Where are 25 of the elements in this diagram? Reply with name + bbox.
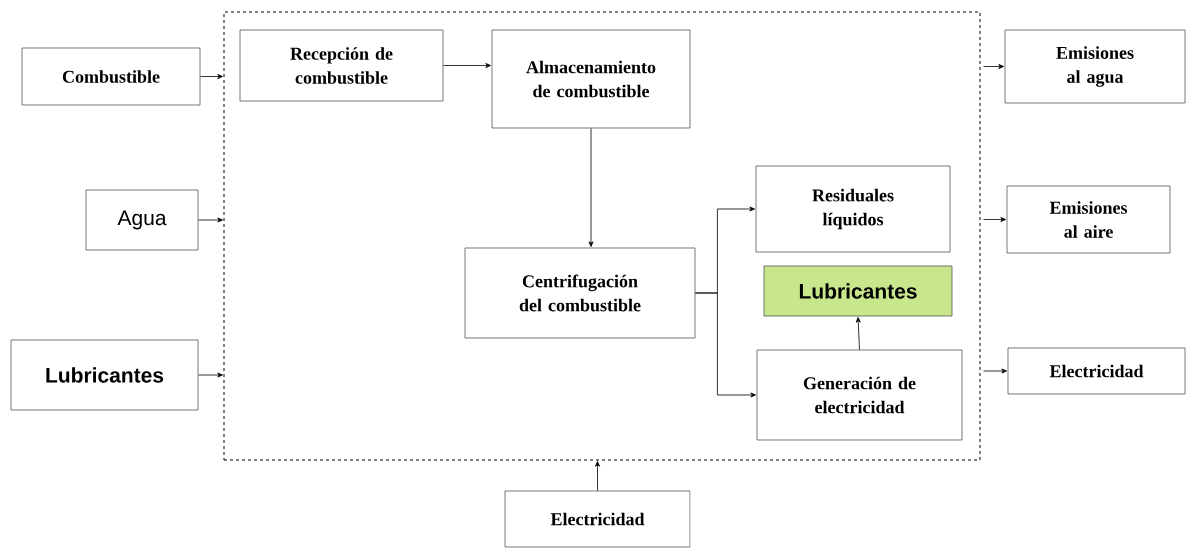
process-box: Recepción de combustible — [239, 29, 444, 102]
arrow — [983, 368, 1007, 374]
arrow — [200, 74, 223, 79]
arrow — [595, 461, 600, 491]
arrow — [983, 64, 1004, 69]
arrow — [695, 292, 756, 398]
process-box: Lubricantes — [763, 265, 953, 317]
arrow — [588, 128, 594, 247]
output-box: Emisiones al agua — [1004, 29, 1186, 104]
system-boundary — [223, 11, 981, 461]
process-box: Residuales líquidos — [755, 165, 951, 253]
arrow — [198, 372, 223, 378]
output-box: Electricidad — [1007, 347, 1186, 395]
process-box: Almacenamiento de combustible — [491, 29, 691, 129]
input-box: Lubricantes — [10, 339, 199, 411]
arrow — [855, 317, 861, 350]
input-box: Agua — [85, 189, 199, 251]
input-box: Combustible — [21, 47, 201, 106]
arrow — [443, 63, 491, 68]
process-box: Centrifugación del combustible — [464, 247, 696, 339]
arrow — [198, 217, 223, 223]
input-box: Electricidad — [504, 490, 691, 548]
output-box: Emisiones al aire — [1006, 185, 1171, 254]
arrow — [983, 217, 1006, 222]
process-box: Generación de electricidad — [756, 349, 963, 441]
